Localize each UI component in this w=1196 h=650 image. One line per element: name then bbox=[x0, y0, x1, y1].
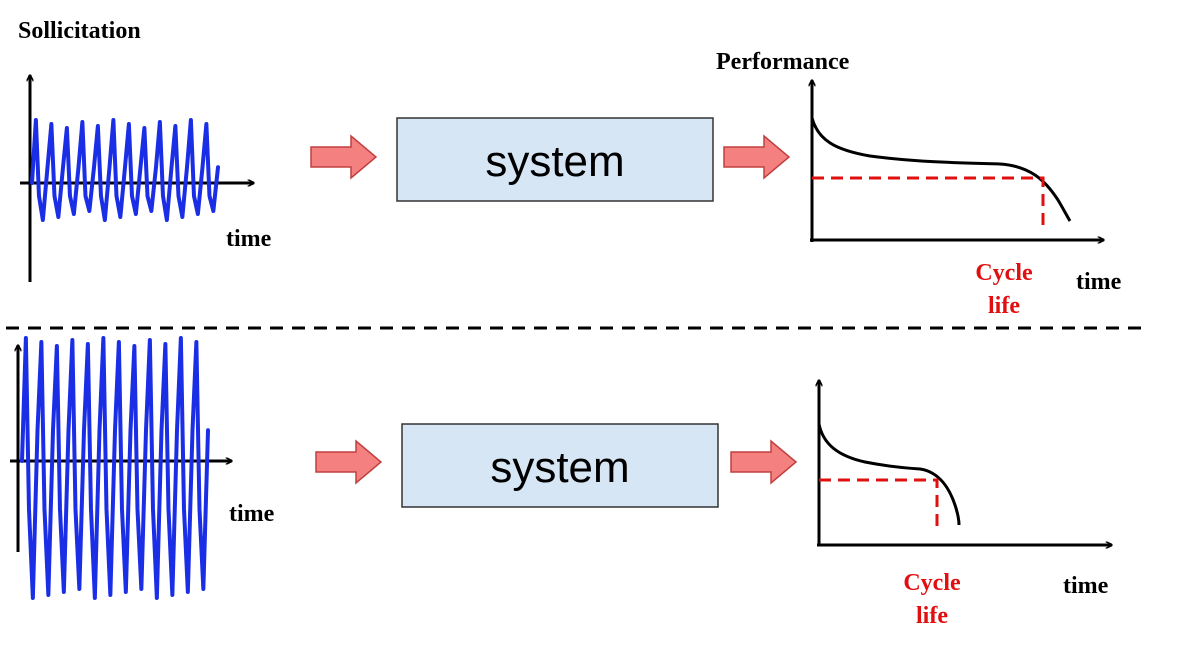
bottom-input-plot: time bbox=[10, 336, 275, 600]
top-arrow-to-system bbox=[310, 134, 378, 180]
top-panel: Sollicitation time system Performance Cy… bbox=[18, 18, 1122, 319]
bottom-panel: time system Cycle life time bbox=[10, 336, 1112, 629]
top-cycle-life-label-2: life bbox=[988, 293, 1020, 319]
bottom-threshold-line bbox=[819, 478, 939, 532]
top-threshold-line bbox=[812, 176, 1045, 228]
bottom-arrow-to-output bbox=[730, 439, 798, 485]
top-cycle-life-label-1: Cycle bbox=[975, 260, 1033, 286]
bottom-system-box: system bbox=[401, 423, 719, 508]
top-input-xlabel: time bbox=[226, 226, 272, 252]
bottom-cycle-life-label-2: life bbox=[916, 603, 948, 629]
bottom-output-xlabel: time bbox=[1063, 573, 1109, 599]
top-performance-curve bbox=[810, 117, 1072, 222]
top-output-xlabel: time bbox=[1076, 269, 1122, 295]
top-system-box: system bbox=[396, 117, 714, 202]
bottom-system-label: system bbox=[490, 443, 629, 492]
top-input-plot: Sollicitation time bbox=[18, 18, 272, 282]
top-output-ylabel: Performance bbox=[716, 49, 850, 75]
bottom-input-signal bbox=[20, 336, 210, 600]
top-input-signal bbox=[30, 118, 220, 222]
top-system-label: system bbox=[485, 137, 624, 186]
bottom-cycle-life-label-1: Cycle bbox=[903, 570, 961, 596]
top-output-plot: Performance Cycle life time bbox=[716, 49, 1122, 319]
bottom-performance-curve bbox=[817, 423, 961, 526]
bottom-input-xlabel: time bbox=[229, 501, 275, 527]
bottom-arrow-to-system bbox=[315, 439, 383, 485]
bottom-output-plot: Cycle life time bbox=[817, 380, 1112, 629]
top-arrow-to-output bbox=[723, 134, 791, 180]
top-input-ylabel: Sollicitation bbox=[18, 18, 141, 44]
